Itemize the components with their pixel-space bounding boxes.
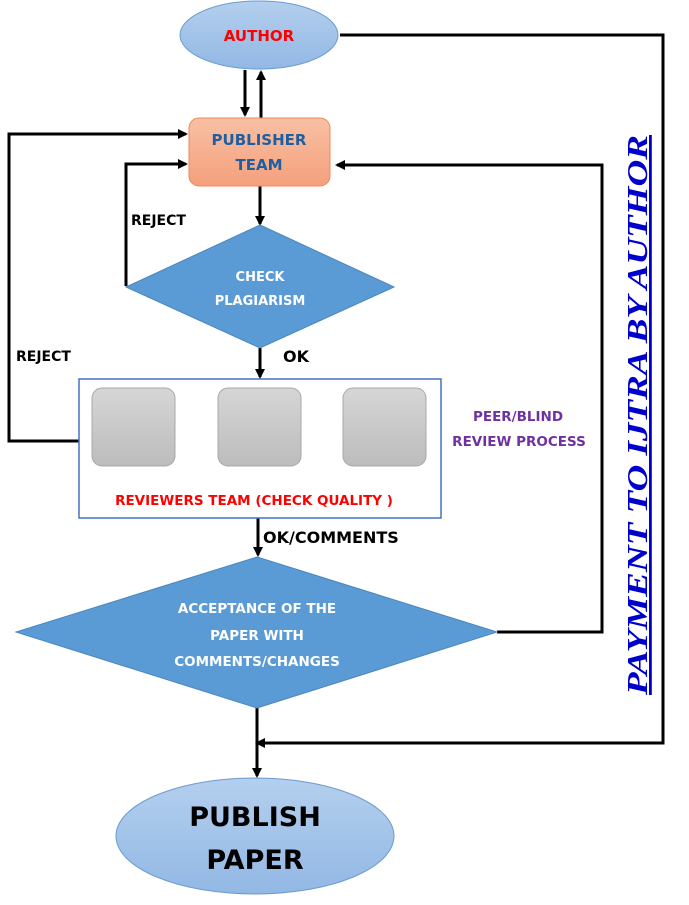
ok-label: OK: [283, 347, 310, 366]
peer-review-label-line2: REVIEW PROCESS: [452, 434, 586, 450]
acceptance-node[interactable]: ACCEPTANCE OF THE PAPER WITH COMMENTS/CH…: [14, 556, 499, 709]
publisher-label-line1: PUBLISHER: [212, 131, 307, 149]
check-plagiarism-node[interactable]: CHECK PLAGIARISM: [124, 224, 396, 349]
peer-review-label-line1: PEER/BLIND: [473, 409, 563, 425]
connectors: [7, 33, 665, 778]
payment-label: PAYMENT TO IJTRA BY AUTHOR: [623, 135, 654, 696]
edge-reject-inner: [124, 159, 188, 286]
publish-label-line1: PUBLISH: [189, 802, 321, 833]
reviewer-box: [217, 387, 302, 467]
payment-annotation: PAYMENT TO IJTRA BY AUTHOR: [623, 135, 654, 696]
publish-paper-node[interactable]: PUBLISH PAPER: [115, 777, 395, 895]
author-label: AUTHOR: [224, 27, 295, 45]
edge-reject-outer: [7, 129, 188, 443]
edge-payment: [255, 33, 665, 748]
check-label-line2: PLAGIARISM: [215, 294, 306, 309]
reviewer-box: [91, 387, 176, 467]
author-node[interactable]: AUTHOR: [179, 0, 339, 70]
reject-outer-label: REJECT: [16, 349, 71, 365]
edge-acceptance-to-publisher: [335, 160, 604, 634]
acceptance-label-line2: PAPER WITH: [210, 628, 304, 644]
reviewers-team-node[interactable]: REVIEWERS TEAM (CHECK QUALITY ): [78, 378, 442, 519]
publisher-team-node[interactable]: PUBLISHER TEAM: [188, 117, 331, 187]
publish-label-line2: PAPER: [206, 845, 303, 876]
reject-inner-label: REJECT: [131, 213, 186, 229]
reviewer-box: [342, 387, 427, 467]
acceptance-label-line1: ACCEPTANCE OF THE: [178, 601, 336, 617]
ok-comments-label: OK/COMMENTS: [263, 528, 399, 547]
publisher-label-line2: TEAM: [235, 156, 282, 174]
reviewers-label: REVIEWERS TEAM (CHECK QUALITY ): [115, 493, 393, 509]
acceptance-label-line3: COMMENTS/CHANGES: [174, 654, 340, 670]
check-label-line1: CHECK: [236, 270, 286, 285]
